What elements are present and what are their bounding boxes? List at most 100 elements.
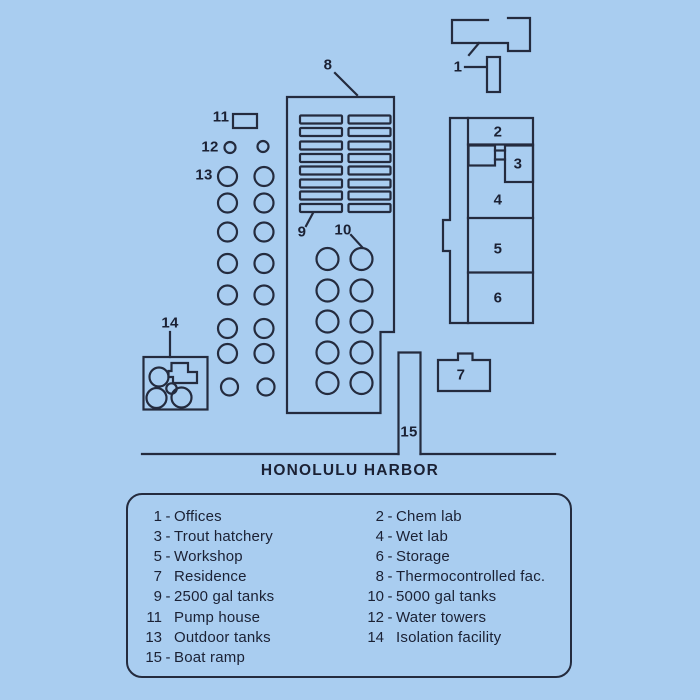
outdoor-tank xyxy=(219,377,240,397)
legend-label: Thermocontrolled fac. xyxy=(396,568,546,586)
outdoor-tank xyxy=(253,317,275,340)
building-11-pump-house xyxy=(231,112,259,130)
building-14-outline xyxy=(142,355,209,411)
legend-num: 2 xyxy=(375,507,384,525)
map-number-13: 13 xyxy=(195,166,213,184)
water-tower xyxy=(256,139,270,154)
map-number-3: 3 xyxy=(513,155,523,173)
tank-5000-gal xyxy=(349,246,374,272)
legend-item-15: 15-Boat ramp xyxy=(140,647,274,667)
legend-num: 3 xyxy=(153,527,162,545)
tank-2500-gal xyxy=(347,202,392,214)
outdoor-tank xyxy=(216,342,239,365)
legend-label: Outdoor tanks xyxy=(174,628,271,646)
outdoor-tank xyxy=(253,192,275,214)
legend-num: 8 xyxy=(375,568,384,586)
boat-ramp-channel xyxy=(397,351,422,456)
tank-5000-gal xyxy=(349,278,374,303)
outdoor-tank xyxy=(253,284,275,306)
outdoor-tank xyxy=(216,284,239,306)
tank-2500-gal xyxy=(298,178,344,189)
tank-2500-gal xyxy=(347,114,392,125)
legend-item-4: 4-Wet lab xyxy=(362,526,545,546)
outdoor-tank xyxy=(216,221,239,243)
tank-2500-gal xyxy=(298,114,344,125)
legend-sep: - xyxy=(387,507,393,525)
building-8-thermocontrolled-facility xyxy=(285,71,396,415)
legend-num: 10 xyxy=(367,588,384,606)
legend-label: 5000 gal tanks xyxy=(396,588,497,606)
tank-5000-gal xyxy=(315,246,340,272)
legend-sep: - xyxy=(387,547,393,565)
isolation-step-structure xyxy=(167,361,199,385)
legend-num: 15 xyxy=(145,648,162,666)
legend-num: 7 xyxy=(153,568,162,586)
map-number-6: 6 xyxy=(493,289,503,307)
tank-2500-gal xyxy=(298,202,344,214)
legend-label: Storage xyxy=(396,547,450,565)
building-8-outline xyxy=(285,95,396,415)
building-1-annex xyxy=(485,55,502,94)
lab-complex-buildings-2-6 xyxy=(441,116,535,325)
outdoor-tank xyxy=(216,317,239,340)
legend-item-10: 10-5000 gal tanks xyxy=(362,587,545,607)
map-number-8: 8 xyxy=(323,56,333,74)
tank-2500-gal xyxy=(298,152,344,164)
map-number-1: 1 xyxy=(453,58,463,76)
legend-num: 11 xyxy=(146,608,162,626)
lab-complex-outline xyxy=(441,116,535,325)
room-3-side-box xyxy=(467,144,497,167)
building-7-residence xyxy=(436,352,492,393)
legend-num: 9 xyxy=(153,588,162,606)
tank-5000-gal xyxy=(349,309,374,334)
legend-sep: - xyxy=(165,527,171,545)
boat-ramp-and-shoreline xyxy=(140,351,557,456)
label-10-leader xyxy=(349,233,364,249)
building-1-outline xyxy=(450,16,532,53)
tank-5000-gal xyxy=(349,370,374,396)
tank-2500-gal xyxy=(347,152,392,164)
legend-label: Residence xyxy=(174,568,247,586)
tank-2500-gal xyxy=(298,190,344,201)
legend-label: Offices xyxy=(174,507,222,525)
legend-item-8: 8-Thermocontrolled fac. xyxy=(362,567,545,587)
tank-2500-gal xyxy=(347,140,392,151)
legend-label: Pump house xyxy=(174,608,261,626)
outdoor-tank xyxy=(253,252,275,275)
legend-sep: - xyxy=(387,568,393,586)
building-14-isolation-facility xyxy=(142,330,209,411)
legend-num: 5 xyxy=(153,547,162,565)
legend-num: 12 xyxy=(367,608,384,626)
outdoor-tank xyxy=(256,377,276,397)
tank-5000-gal xyxy=(349,340,374,365)
legend-label: Chem lab xyxy=(396,507,462,525)
legend-label: 2500 gal tanks xyxy=(174,588,275,606)
map-number-4: 4 xyxy=(493,191,503,209)
legend-label: Wet lab xyxy=(396,527,448,545)
legend-sep: - xyxy=(387,527,393,545)
tank-5000-gal xyxy=(315,309,340,334)
legend-num: 14 xyxy=(367,628,384,646)
legend-label: Isolation facility xyxy=(396,628,502,646)
outdoor-tank xyxy=(216,252,239,275)
outdoor-tank xyxy=(216,165,239,188)
legend-num: 1 xyxy=(153,507,162,525)
legend-item-9: 9-2500 gal tanks xyxy=(140,587,275,607)
label-8-leader xyxy=(333,71,359,97)
tank-2500-gal xyxy=(298,140,344,151)
tank-2500-gal xyxy=(347,126,392,138)
legend-sep: - xyxy=(165,507,171,525)
tank-5000-gal xyxy=(315,340,340,365)
map-number-7: 7 xyxy=(456,366,466,384)
tank-2500-gal xyxy=(347,178,392,189)
label-9-leader xyxy=(304,211,315,228)
outdoor-tank xyxy=(216,192,239,214)
legend-item-3: 3-Trout hatchery xyxy=(140,526,274,546)
tanks-2500-gal-group xyxy=(298,114,392,214)
legend-item-5: 5-Workshop xyxy=(140,546,274,566)
legend-label: Trout hatchery xyxy=(174,527,273,545)
legend-label: Workshop xyxy=(174,547,243,565)
